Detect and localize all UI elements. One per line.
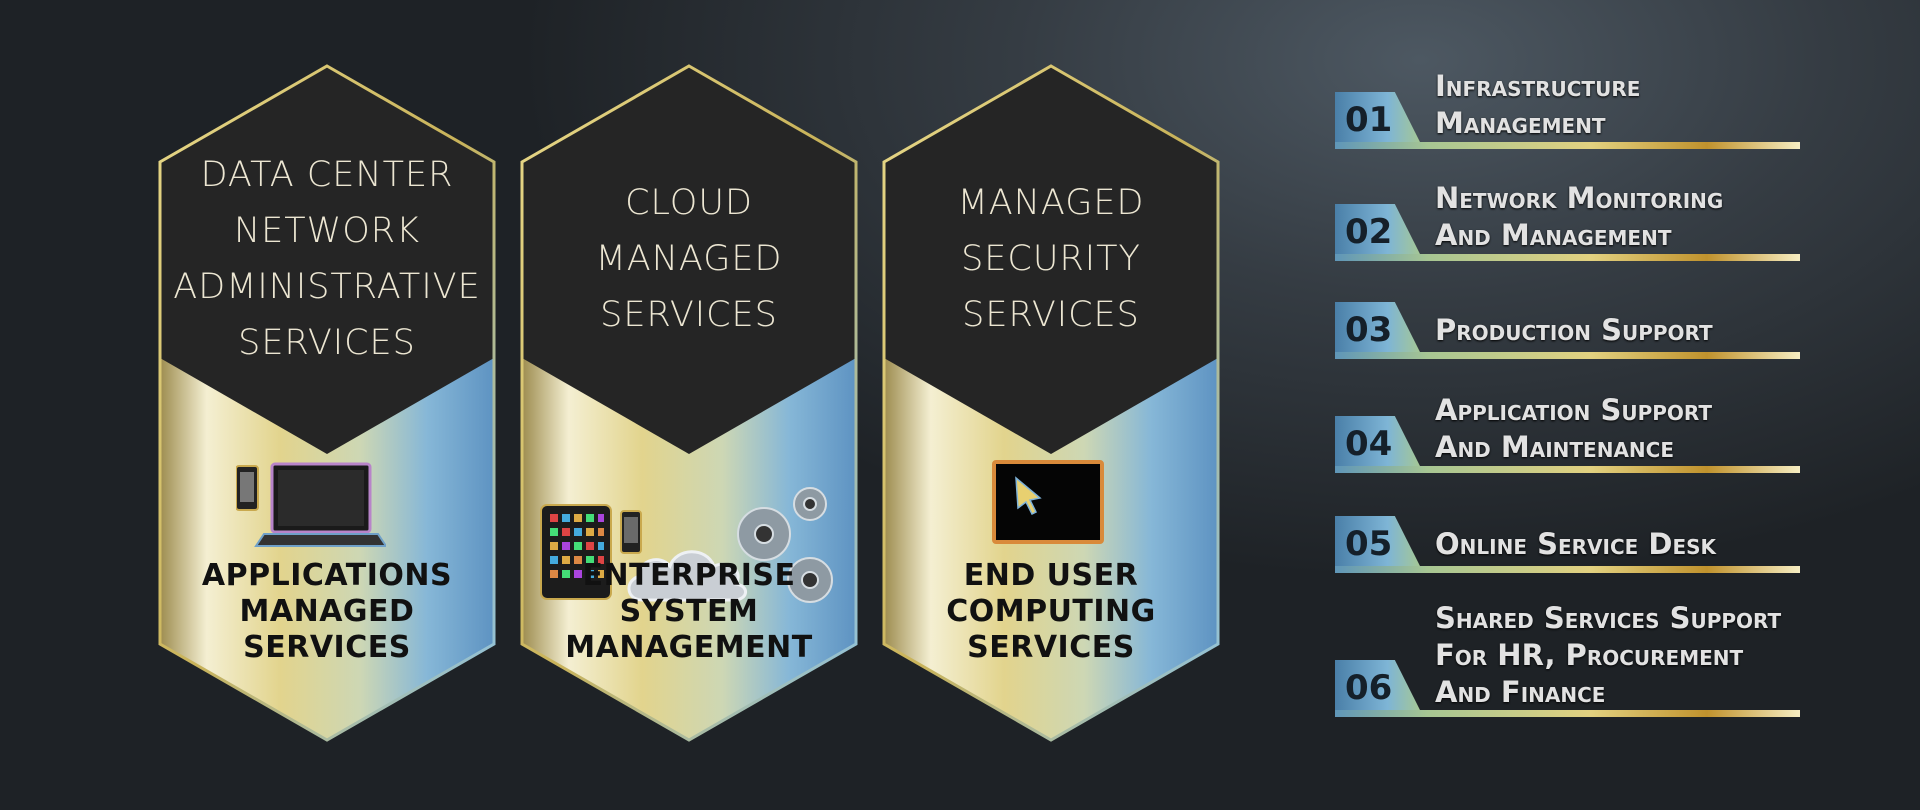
- title-line: MANAGED: [957, 183, 1145, 223]
- title-line: NETWORK: [233, 211, 421, 251]
- item-title-line: Production Support: [1435, 313, 1713, 347]
- gradient-underline: [1335, 142, 1800, 149]
- gradient-underline: [1335, 254, 1800, 261]
- hexagon-title: MANAGED SECURITY SERVICES: [900, 64, 1202, 454]
- title-line: SERVICES: [962, 295, 1140, 335]
- gradient-underline: [1335, 566, 1800, 573]
- item-title: Online Service Desk: [1435, 526, 1805, 563]
- item-title: Shared Services Support For HR, Procurem…: [1435, 600, 1805, 711]
- item-number: 02: [1345, 212, 1393, 252]
- service-list-item: Online Service Desk 05: [1335, 516, 1800, 574]
- service-list-item: Infrastructure Management 01: [1335, 68, 1800, 154]
- subtitle-line: SERVICES: [243, 630, 411, 665]
- title-line: SERVICES: [238, 323, 416, 363]
- service-hexagon: DATA CENTER NETWORK ADMINISTRATIVE SERVI…: [156, 64, 498, 742]
- item-title-line: Application Support: [1435, 393, 1713, 427]
- title-line: DATA CENTER: [200, 155, 454, 195]
- item-title: Production Support: [1435, 312, 1805, 349]
- item-title-line: Shared Services Support: [1435, 601, 1782, 635]
- subtitle-line: MANAGEMENT: [565, 630, 813, 665]
- item-title-line: Infrastructure: [1435, 69, 1641, 103]
- hexagon-subtitle: APPLICATIONS MANAGED SERVICES: [156, 558, 498, 666]
- gradient-underline: [1335, 710, 1800, 717]
- hexagon-title: CLOUD MANAGED SERVICES: [538, 64, 840, 454]
- item-title-line: Network Monitoring: [1435, 181, 1724, 215]
- item-number: 06: [1345, 668, 1393, 708]
- service-hexagon: CLOUD MANAGED SERVICES: [518, 64, 860, 742]
- hexagon-title: DATA CENTER NETWORK ADMINISTRATIVE SERVI…: [173, 64, 481, 454]
- item-number: 04: [1345, 424, 1393, 464]
- item-title-line: And Maintenance: [1435, 430, 1674, 464]
- item-title-line: Online Service Desk: [1435, 527, 1717, 561]
- hexagon-subtitle: END USER COMPUTING SERVICES: [880, 558, 1222, 666]
- service-list-item: Shared Services Support For HR, Procurem…: [1335, 600, 1800, 724]
- subtitle-line: SYSTEM: [619, 594, 759, 629]
- subtitle-line: APPLICATIONS: [201, 558, 453, 593]
- service-hexagon: MANAGED SECURITY SERVICES END USER COMPU…: [880, 64, 1222, 742]
- gradient-underline: [1335, 352, 1800, 359]
- title-line: SECURITY: [961, 239, 1141, 279]
- item-number: 03: [1345, 310, 1393, 350]
- item-title: Network Monitoring And Management: [1435, 180, 1805, 254]
- item-title: Infrastructure Management: [1435, 68, 1805, 142]
- gradient-underline: [1335, 466, 1800, 473]
- title-line: CLOUD: [625, 183, 753, 223]
- subtitle-line: END USER: [963, 558, 1139, 593]
- service-list-item: Network Monitoring And Management 02: [1335, 180, 1800, 266]
- item-title-line: And Finance: [1435, 675, 1606, 709]
- subtitle-line: MANAGED: [239, 594, 415, 629]
- item-number: 05: [1345, 524, 1393, 564]
- title-line: MANAGED: [595, 239, 783, 279]
- subtitle-line: SERVICES: [967, 630, 1135, 665]
- hexagon-subtitle: ENTERPRISE SYSTEM MANAGEMENT: [518, 558, 860, 666]
- subtitle-line: ENTERPRISE: [582, 558, 796, 593]
- item-title-line: Management: [1435, 106, 1606, 140]
- item-number: 01: [1345, 100, 1393, 140]
- item-title-line: And Management: [1435, 218, 1672, 252]
- subtitle-line: COMPUTING: [946, 594, 1156, 629]
- service-list-item: Application Support And Maintenance 04: [1335, 392, 1800, 478]
- item-title-line: For HR, Procurement: [1435, 638, 1744, 672]
- title-line: SERVICES: [600, 295, 778, 335]
- item-title: Application Support And Maintenance: [1435, 392, 1805, 466]
- service-list-item: Production Support 03: [1335, 302, 1800, 360]
- title-line: ADMINISTRATIVE: [173, 267, 481, 307]
